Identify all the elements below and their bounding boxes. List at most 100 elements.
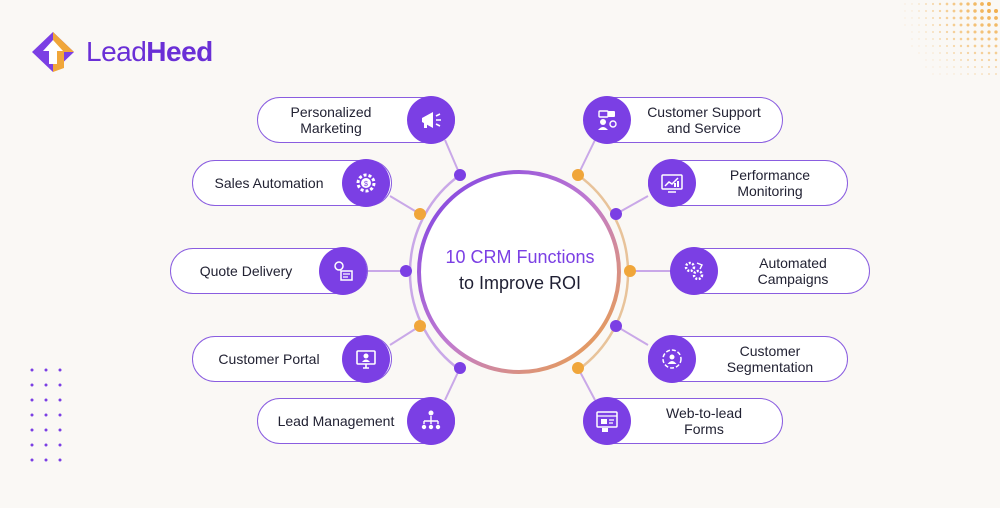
decorative-dot [993,8,999,14]
leadheed-logo-icon [32,32,74,72]
decorative-dot [30,443,34,447]
decorative-dot [966,51,970,55]
decorative-dot [952,37,956,41]
decorative-dot [973,23,977,27]
gear-dollar-icon: $ [342,159,390,207]
decorative-dot [58,428,62,432]
decorative-dot [30,368,34,372]
decorative-dot [918,10,920,12]
decorative-dot [959,37,963,41]
decorative-dot [904,10,906,12]
decorative-dot [918,38,920,40]
decorative-dot [30,398,34,402]
decorative-dot [966,23,970,27]
decorative-dot [959,58,963,62]
function-label-line1: Customer Support [647,104,761,120]
connectors [367,139,672,401]
decorative-dot [938,2,942,6]
dashboard-chart-icon [648,159,696,207]
decorative-dot [44,458,48,462]
decorative-dot [30,428,34,432]
function-label-line1: Customer [739,343,801,359]
decorative-dot [952,23,956,27]
megaphone-icon [407,96,455,144]
decorative-dot [987,58,991,62]
decorative-dot [939,45,941,47]
decorative-dot [938,9,942,13]
decorative-dot [44,443,48,447]
decorative-dot [932,73,934,75]
decorative-dot [938,30,942,34]
decorative-dot [980,23,984,27]
decorative-dot [945,44,949,48]
decorative-dot [945,30,949,34]
decorative-dot [925,52,927,54]
decorative-dot [938,16,942,20]
decorative-dot [960,73,962,75]
decorative-dot [966,9,970,13]
decorative-dot [980,9,984,13]
decorative-dot [966,2,970,6]
decorative-dot [925,66,927,68]
decorative-dot [987,30,991,34]
decorative-dot [939,66,941,68]
decorative-dot [973,44,977,48]
decorative-dot [980,51,984,55]
decorative-dot [973,37,977,41]
decorative-dot [918,17,920,19]
decorative-dot [966,44,970,48]
decorative-dot [30,413,34,417]
decorative-dot [932,52,934,54]
decorative-dot [980,44,984,48]
decorative-dot [945,9,949,13]
decorative-dot [994,16,998,20]
decorative-dot [932,59,934,61]
function-label-line2: and Service [667,120,741,136]
function-label: Sales Automation [203,161,335,205]
function-label-line2: Forms [684,421,724,437]
center-title-block: 10 CRM Functions to Improve ROI [430,244,610,296]
function-label-line1: Quote Delivery [199,263,293,279]
decorative-dot [952,30,956,34]
decorative-dot [953,66,955,68]
decorative-dot [30,458,34,462]
decorative-dot [44,383,48,387]
decorative-dot [931,23,935,27]
decorative-dot [988,73,990,75]
decorative-dot [987,16,991,20]
decorative-dots-top-right [904,1,999,75]
decorative-dot [980,58,984,62]
decorative-dot [945,2,949,6]
decorative-dot [973,2,977,6]
decorative-dot [931,9,935,13]
decorative-dot [973,16,977,20]
web-form-icon [583,397,631,445]
decorative-dot [58,443,62,447]
function-label-line1: Web-to-lead [665,405,742,421]
function-label-line2: Marketing [300,120,362,136]
decorative-dot [981,73,983,75]
brand-name-bold: Heed [146,36,213,67]
decorative-dot [974,73,976,75]
decorative-dot [58,368,62,372]
decorative-dot [58,458,62,462]
decorative-dot [952,9,956,13]
decorative-dot [952,44,956,48]
invoice-icon [319,247,367,295]
decorative-dot [946,59,948,61]
automation-gears-icon [670,247,718,295]
decorative-dot [994,58,998,62]
decorative-dot [966,30,970,34]
decorative-dot [946,52,948,54]
decorative-dot [58,398,62,402]
decorative-dot [925,31,927,33]
decorative-dot [911,17,913,19]
decorative-dot [966,16,970,20]
decorative-dot [911,24,913,26]
decorative-dot [987,37,991,41]
